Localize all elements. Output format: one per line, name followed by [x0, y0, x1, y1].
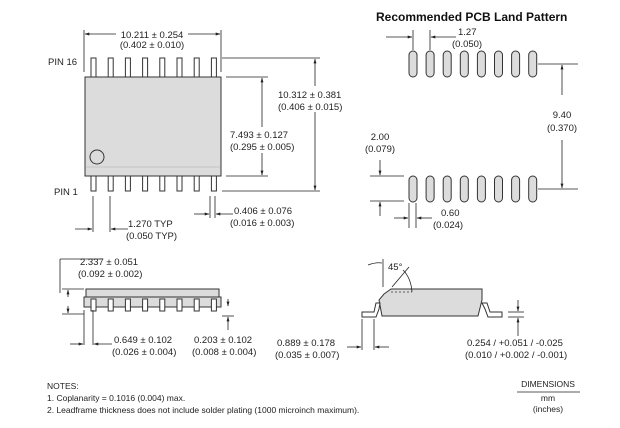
land-pad [459, 175, 469, 203]
land-pad [476, 175, 486, 203]
pad-length-mm: 2.00 [371, 132, 390, 143]
land-pad [528, 50, 538, 78]
side-lead [107, 298, 114, 312]
row-span-in: (0.370) [547, 123, 577, 134]
width-in: (0.402 ± 0.010) [120, 40, 184, 51]
bottom-pin [176, 175, 183, 192]
units-primary: mm [541, 393, 555, 403]
angle-ref-line [391, 266, 410, 288]
bottom-pins [90, 175, 217, 192]
side-lead [142, 298, 149, 312]
land-pad [442, 175, 452, 203]
land-pad [442, 50, 452, 78]
land-pad [476, 50, 486, 78]
top-pin [176, 57, 183, 78]
pin16-label: PIN 16 [48, 57, 77, 68]
units-secondary: (inches) [533, 404, 563, 414]
top-pins [90, 57, 217, 78]
foot-length-mm: 0.889 ± 0.178 [277, 338, 335, 349]
pad-length-in: (0.079) [365, 144, 395, 155]
lead-pitch-mm: 0.649 ± 0.102 [114, 335, 172, 346]
top-pin [210, 57, 217, 78]
pad-row-bottom [408, 175, 538, 203]
note-item: 2. Leadframe thickness does not include … [47, 405, 359, 415]
angle-arc [402, 269, 413, 293]
top-pin [193, 57, 200, 78]
side-view: 2.337 ± 0.051 (0.092 ± 0.002) 0.649 ± 0.… [59, 257, 256, 358]
top-pin [124, 57, 131, 78]
side-lead [124, 298, 131, 312]
pad-pitch-mm: 1.27 [458, 27, 477, 38]
top-pin [142, 57, 149, 78]
land-pad [511, 175, 521, 203]
land-pad [408, 175, 418, 203]
notes: NOTES: 1. Coplanarity = 0.1016 (0.004) m… [47, 381, 359, 415]
units-legend: DIMENSIONS mm (inches) [517, 379, 580, 414]
side-lead [90, 298, 97, 312]
lead-thickness-in: (0.010 / +0.002 / -0.001) [465, 350, 567, 361]
bottom-pin [193, 175, 200, 192]
bottom-pin [142, 175, 149, 192]
land-pad [494, 175, 503, 203]
bottom-pin [90, 175, 97, 192]
units-heading: DIMENSIONS [521, 379, 575, 389]
lead-thickness-mm: 0.254 / +0.051 / -0.025 [467, 338, 563, 349]
foot-length-in: (0.035 ± 0.007) [275, 350, 339, 361]
pad-pitch-in: (0.050) [452, 39, 482, 50]
side-height-in: (0.092 ± 0.002) [78, 269, 142, 280]
top-view: 10.211 ± 0.254 (0.402 ± 0.010) PIN 16 PI… [48, 30, 342, 242]
notes-heading: NOTES: [47, 381, 79, 391]
pad-row-top [408, 50, 538, 78]
body-height-mm: 7.493 ± 0.127 [230, 130, 288, 141]
bottom-pin [159, 175, 166, 192]
land-pad [528, 175, 538, 203]
lead-width-in: (0.016 ± 0.003) [230, 218, 294, 229]
land-pad [425, 50, 435, 78]
side-lead [193, 298, 200, 312]
side-lead [176, 298, 183, 312]
side-body-bottom [83, 296, 222, 308]
side-height-mm: 2.337 ± 0.051 [80, 257, 138, 268]
side-lead [159, 298, 166, 312]
land-pad [408, 50, 418, 78]
standoff-mm: 0.203 ± 0.102 [194, 335, 252, 346]
ic-body [84, 76, 222, 177]
standoff-in: (0.008 ± 0.004) [192, 347, 256, 358]
overall-height-mm: 10.312 ± 0.381 [278, 90, 341, 101]
pin1-indicator-icon [89, 149, 105, 165]
angle-label: 45° [388, 262, 403, 273]
overall-height-in: (0.406 ± 0.015) [278, 102, 342, 113]
lead-pitch-in: (0.026 ± 0.004) [112, 347, 176, 358]
top-pin [107, 57, 114, 78]
pad-width-mm: 0.60 [441, 208, 460, 219]
land-pad [459, 50, 469, 78]
bottom-pin [107, 175, 114, 192]
end-lead-left [361, 302, 381, 318]
end-body [378, 288, 483, 317]
top-pin [159, 57, 166, 78]
side-leads [90, 298, 217, 312]
land-pad [494, 50, 503, 78]
land-pattern-title: Recommended PCB Land Pattern [376, 10, 567, 24]
row-span-mm: 9.40 [553, 110, 572, 121]
note-item: 1. Coplanarity = 0.1016 (0.004) max. [47, 393, 185, 403]
bottom-pin [210, 175, 217, 192]
width-mm: 10.211 ± 0.254 [121, 30, 184, 41]
bottom-pin [124, 175, 131, 192]
pitch-mm: 1.270 TYP [128, 219, 173, 230]
pad-width-in: (0.024) [433, 220, 463, 231]
land-pattern: Recommended PCB Land Pattern 1.27 (0.050… [365, 10, 578, 231]
lead-width-mm: 0.406 ± 0.076 [234, 206, 292, 217]
side-lead [210, 298, 217, 312]
land-pad [511, 50, 521, 78]
land-pad [425, 175, 435, 203]
side-body-top [85, 288, 220, 298]
top-pin [90, 57, 97, 78]
end-lead-right [481, 302, 503, 318]
pin1-label: PIN 1 [54, 187, 78, 198]
body-height-in: (0.295 ± 0.005) [230, 142, 294, 153]
angle-arc [367, 262, 383, 266]
pitch-in: (0.050 TYP) [126, 231, 177, 242]
end-view: 45° 0.889 ± 0.178 (0.035 ± 0.007) 0.254 … [275, 259, 567, 361]
